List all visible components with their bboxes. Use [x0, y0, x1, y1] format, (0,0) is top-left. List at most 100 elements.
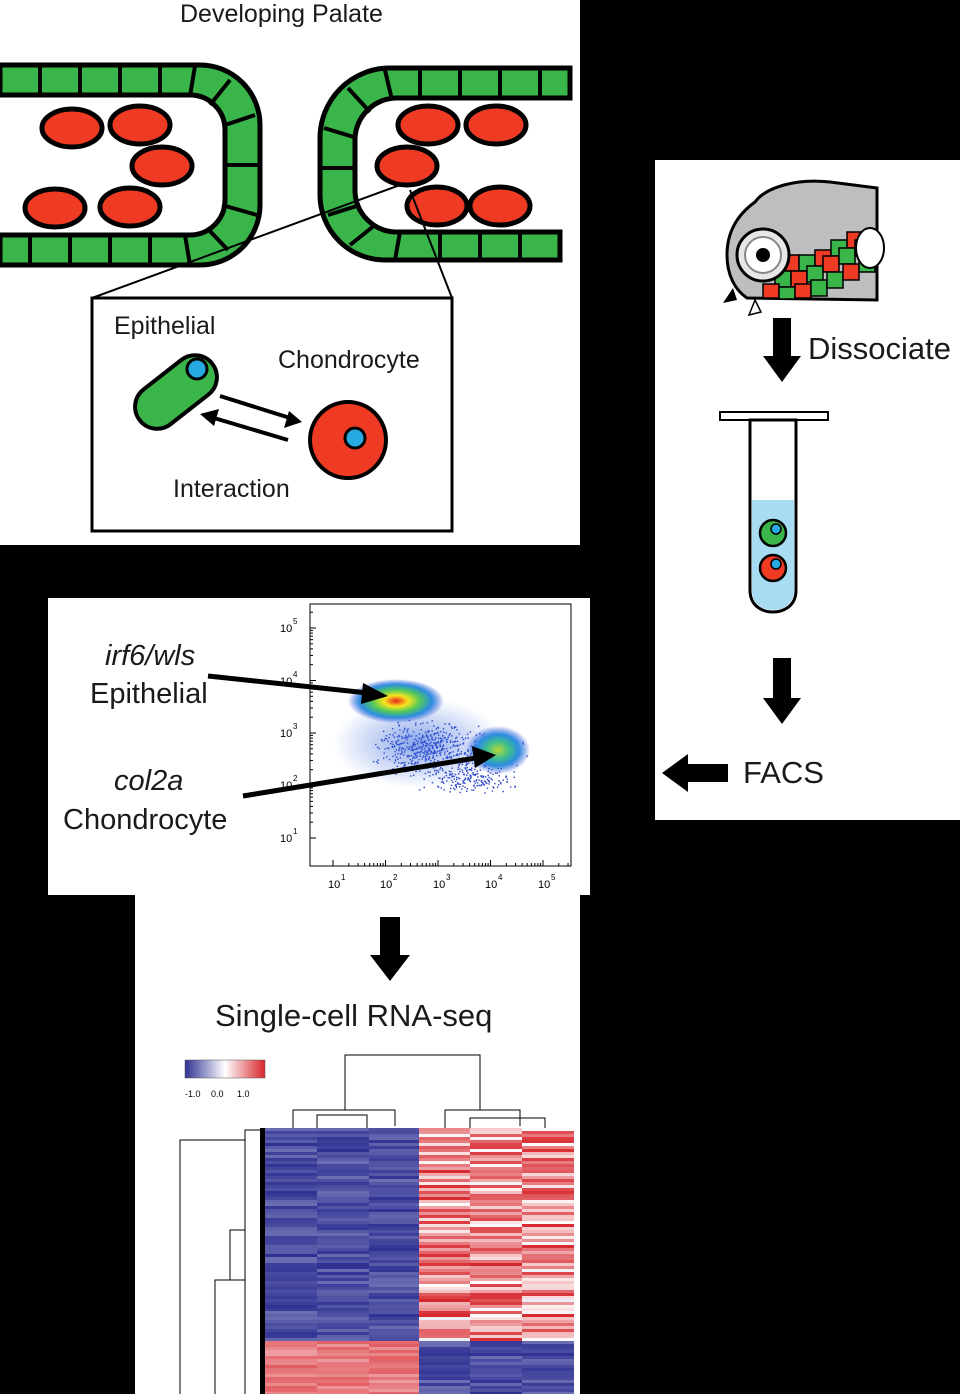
- heatmap-cell: [317, 1266, 369, 1270]
- heatmap-cell: [317, 1242, 369, 1246]
- heatmap-cell: [369, 1338, 421, 1342]
- heatmap-cell: [265, 1359, 317, 1363]
- heatmap-cell: [522, 1272, 574, 1276]
- facs-event: [469, 779, 471, 781]
- facs-event: [473, 785, 475, 787]
- heatmap-cell: [470, 1149, 522, 1153]
- x-tick-exp: 4: [498, 873, 503, 882]
- heatmap-cell: [522, 1194, 574, 1198]
- heatmap-cell: [522, 1149, 574, 1153]
- facs-event: [449, 787, 452, 790]
- heatmap-cell: [470, 1254, 522, 1258]
- heatmap-cell: [317, 1200, 369, 1204]
- heatmap-cell: [419, 1212, 471, 1216]
- heatmap-cell: [317, 1293, 369, 1297]
- heatmap-cell: [265, 1215, 317, 1219]
- heatmap-cell: [369, 1353, 421, 1357]
- heatmap-cell: [317, 1338, 369, 1342]
- heatmap-cell: [419, 1137, 471, 1141]
- heatmap-cell: [470, 1308, 522, 1312]
- facs-event: [482, 783, 485, 786]
- heatmap-cell: [522, 1389, 574, 1393]
- facs-event: [482, 776, 484, 779]
- heatmap-cell: [369, 1269, 421, 1273]
- heatmap-cell: [522, 1350, 574, 1354]
- heatmap-cell: [369, 1161, 421, 1165]
- facs-event: [469, 777, 472, 780]
- heatmap-cell: [369, 1308, 421, 1312]
- chondrocyte-nucleus: [343, 426, 367, 450]
- heatmap-cell: [317, 1248, 369, 1252]
- heatmap-cell: [470, 1296, 522, 1300]
- heatmap-cell: [470, 1284, 522, 1288]
- heatmap-cell: [522, 1323, 574, 1327]
- heatmap-cell: [470, 1128, 522, 1132]
- heatmap-cell: [470, 1362, 522, 1366]
- heatmap-cell: [265, 1317, 317, 1321]
- heatmap-cell: [369, 1197, 421, 1201]
- heatmap-cell: [522, 1152, 574, 1156]
- heatmap-cell: [522, 1251, 574, 1255]
- epithelial-label: Epithelial: [114, 312, 216, 340]
- heatmap-cell: [470, 1251, 522, 1255]
- heatmap-cell: [369, 1341, 421, 1345]
- heatmap-cell: [317, 1194, 369, 1198]
- heatmap-cell: [522, 1221, 574, 1225]
- heatmap-cell: [369, 1293, 421, 1297]
- facs-event: [506, 778, 509, 780]
- heatmap-cell: [470, 1236, 522, 1240]
- y-tick-exp: 5: [293, 617, 298, 626]
- heatmap-cell: [317, 1158, 369, 1162]
- heatmap-cell: [369, 1218, 421, 1222]
- heatmap-cell: [470, 1143, 522, 1147]
- heatmap-cell: [419, 1368, 471, 1372]
- heatmap-cell: [419, 1149, 471, 1153]
- heatmap-cell: [522, 1368, 574, 1372]
- heatmap-cell: [470, 1170, 522, 1174]
- heatmap-cell: [522, 1245, 574, 1249]
- heatmap-cell: [369, 1281, 421, 1285]
- facs-event: [498, 775, 500, 777]
- heatmap-cell: [522, 1128, 574, 1132]
- heatmap-cell: [470, 1269, 522, 1273]
- palate-panel: Developing Palate: [0, 0, 580, 545]
- heatmap-cell: [317, 1326, 369, 1330]
- chondrocyte-gene-label: col2a: [114, 765, 184, 797]
- heatmap-cell: [419, 1302, 471, 1306]
- heatmap-cell: [369, 1329, 421, 1333]
- heatmap-cell: [419, 1287, 471, 1291]
- heatmap-cell: [522, 1263, 574, 1267]
- heatmap-cell: [522, 1230, 574, 1234]
- heatmap-cell: [522, 1326, 574, 1330]
- palate-title: Developing Palate: [180, 0, 383, 28]
- heatmap-cell: [265, 1155, 317, 1159]
- heatmap-cell: [317, 1332, 369, 1336]
- heatmap-cell: [470, 1161, 522, 1165]
- heatmap-cell: [265, 1137, 317, 1141]
- heatmap-cell: [265, 1362, 317, 1366]
- heatmap-cell: [522, 1332, 574, 1336]
- heatmap-cell: [470, 1266, 522, 1270]
- heatmap-cell: [522, 1329, 574, 1333]
- heatmap-cell: [317, 1320, 369, 1324]
- heatmap-cell: [419, 1275, 471, 1279]
- heatmap-cell: [317, 1140, 369, 1144]
- heatmap-cell: [419, 1251, 471, 1255]
- heatmap-cell: [317, 1383, 369, 1387]
- workflow-illustration: [662, 179, 885, 792]
- heatmap-cell: [265, 1305, 317, 1309]
- heatmap-cell: [470, 1164, 522, 1168]
- heatmap-cell: [522, 1275, 574, 1279]
- facs-event: [505, 775, 508, 777]
- heatmap-cell: [419, 1341, 471, 1345]
- right-epithelium: [317, 65, 573, 263]
- heatmap-cell: [522, 1308, 574, 1312]
- heatmap-cell: [419, 1284, 471, 1288]
- heatmap-cell: [265, 1236, 317, 1240]
- heatmap-cell: [522, 1260, 574, 1264]
- heatmap-cell: [369, 1134, 421, 1138]
- heatmap-cell: [265, 1278, 317, 1282]
- heatmap-cell: [317, 1128, 369, 1132]
- heatmap-cell: [317, 1347, 369, 1351]
- heatmap-cell: [470, 1248, 522, 1252]
